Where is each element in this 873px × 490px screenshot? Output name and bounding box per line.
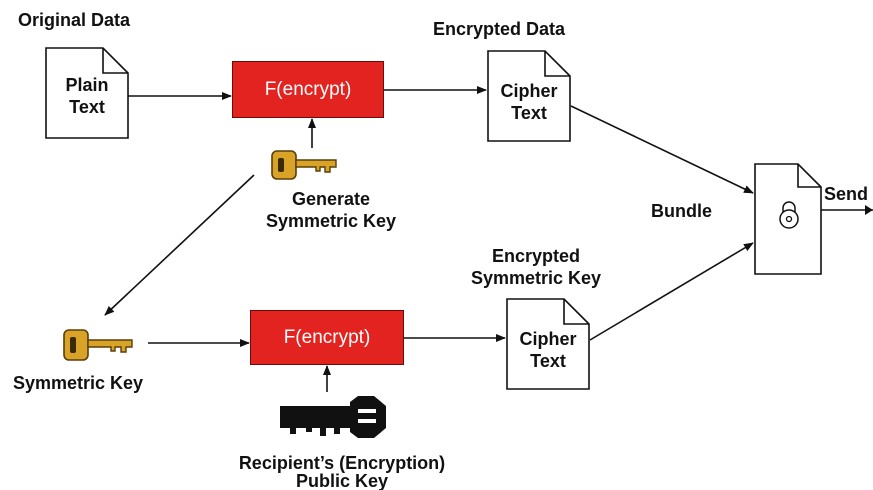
encrypt-function-bottom-label: F(encrypt) <box>283 326 371 348</box>
plain-text-document <box>45 47 129 139</box>
key-icon <box>63 329 133 361</box>
cipher-text-document-top <box>487 50 571 142</box>
arrow-cipherkey-to-bundle <box>589 242 754 341</box>
arrow-generate-to-symkey <box>104 174 255 316</box>
cipher-text-document-bottom <box>506 298 590 390</box>
recipient-public-key-label: Recipient’s (Encryption) Public Key <box>238 453 446 490</box>
encrypt-function-top: F(encrypt) <box>232 61 384 118</box>
send-label: Send <box>824 184 869 204</box>
generate-symmetric-key-label: Generate Symmetric Key <box>265 189 397 231</box>
key-icon <box>271 150 337 180</box>
bundle-label: Bundle <box>651 201 712 221</box>
encrypt-function-bottom: F(encrypt) <box>250 310 404 365</box>
plain-text-label: Plain Text <box>65 75 109 117</box>
arrow-ciphertext-to-bundle <box>570 105 754 194</box>
encrypted-data-label: Encrypted Data <box>433 19 566 39</box>
symmetric-key-label: Symmetric Key <box>13 373 144 393</box>
cipher-text-label-top: Cipher Text <box>500 81 558 123</box>
cipher-text-label-bottom: Cipher Text <box>519 329 577 371</box>
key-icon <box>280 396 386 438</box>
encrypted-symmetric-key-label: Encrypted Symmetric Key <box>470 246 602 288</box>
lock-icon <box>779 201 799 229</box>
original-data-label: Original Data <box>18 10 131 30</box>
encrypt-function-top-label: F(encrypt) <box>264 78 352 100</box>
